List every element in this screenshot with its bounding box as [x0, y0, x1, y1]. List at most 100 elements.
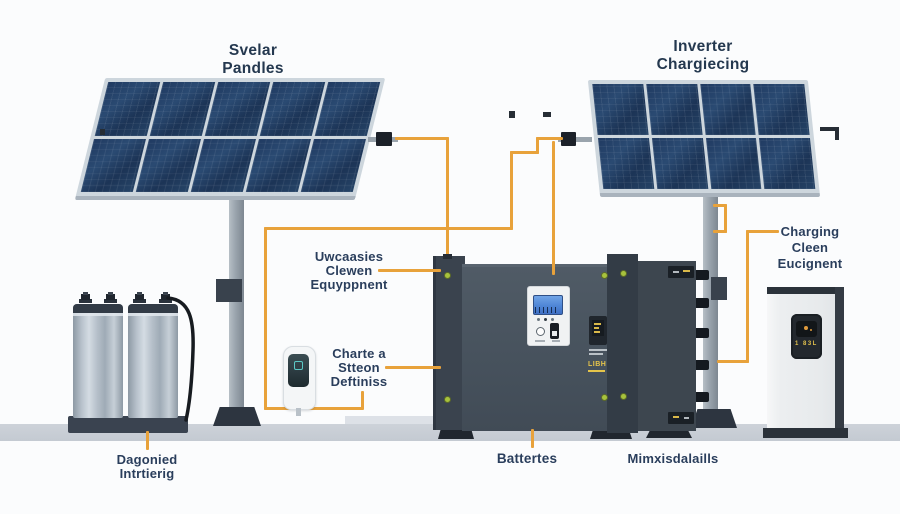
panel-clip-mark	[100, 129, 105, 135]
solar-panel-cell	[259, 82, 326, 136]
battery-cylinder	[128, 304, 178, 418]
terminal-connector	[695, 360, 709, 370]
panel-label-line	[552, 340, 560, 342]
label-line: Svelar	[228, 42, 278, 59]
label-line: Stteon	[338, 360, 380, 375]
pole-bracket-left	[216, 279, 242, 302]
solar-panel-cell	[300, 138, 367, 192]
wire	[146, 431, 149, 450]
pole-bracket-right	[711, 277, 727, 300]
junction-box-right-array	[561, 132, 576, 146]
inverter-left-bracket	[433, 256, 465, 430]
indicator-dot	[544, 318, 547, 321]
label-station: Charte a Stteon Deftiniss	[309, 347, 409, 389]
pole-base-right	[691, 409, 737, 428]
brand-logo-underline	[588, 370, 605, 372]
spec-text-line	[589, 349, 607, 351]
battery-cap	[128, 304, 178, 313]
solar-panel-cell	[705, 138, 762, 189]
solar-panel-cell	[597, 138, 655, 189]
solar-panel-cell	[149, 82, 216, 136]
panel-hook-tip	[835, 127, 839, 140]
battery-terminal	[133, 292, 146, 304]
solar-panel-cell	[699, 84, 756, 135]
display-digits	[594, 331, 600, 333]
label-line: Charte a	[332, 346, 386, 361]
cabinet-display-panel: 1 83L	[791, 314, 822, 359]
screw	[445, 397, 450, 402]
indicator-light	[683, 270, 690, 272]
terminal-connector	[695, 392, 709, 402]
solar-panel-cell	[753, 84, 810, 135]
screw	[445, 273, 450, 278]
wire	[724, 204, 727, 233]
wire	[531, 429, 534, 448]
solar-panel-cell	[94, 82, 161, 136]
solar-panel-grid-left	[80, 82, 381, 192]
label-line: Eucignent	[777, 256, 843, 271]
spec-text-line	[589, 353, 603, 355]
lcd-screen	[533, 295, 563, 315]
status-glyph	[804, 326, 808, 330]
solar-array-right	[587, 80, 821, 197]
wire	[713, 204, 727, 207]
inverter-side-section	[638, 261, 696, 431]
wire-clip-mark	[509, 111, 515, 118]
label-line: Dagonied	[116, 452, 178, 467]
battery-terminal	[79, 292, 92, 304]
panel-label-line	[535, 340, 545, 342]
label-batteries: Battertes	[496, 451, 558, 466]
wire	[395, 137, 449, 140]
mounting-pole-left	[229, 194, 244, 424]
panel-hook-arm	[820, 127, 838, 131]
ev-charger-stub	[296, 408, 301, 416]
label-line: Cleen	[791, 240, 829, 255]
wire-clip-mark	[543, 112, 551, 117]
display-digits	[594, 323, 601, 325]
sub-display-panel	[589, 316, 607, 345]
brand-logo: LIBH	[588, 361, 607, 368]
battery-terminal	[159, 292, 172, 304]
label-charging: Charging Cleen Eucignent	[760, 224, 860, 272]
solar-panel-cell	[651, 138, 708, 189]
wire	[746, 230, 749, 363]
screw	[602, 395, 607, 400]
wire	[536, 137, 539, 154]
indicator-mark	[673, 271, 679, 273]
inverter-foot	[646, 429, 692, 438]
charging-cabinet: 1 83L	[767, 287, 844, 428]
solar-array-frame	[74, 78, 386, 200]
ev-charger-screen	[288, 354, 309, 387]
ev-charger	[283, 346, 316, 410]
label-line: Pandles	[222, 60, 284, 77]
solar-panel-cell	[759, 138, 816, 189]
wire	[264, 407, 364, 410]
battery-highlight	[73, 313, 123, 316]
indicator-slot-bottom	[668, 412, 694, 424]
battery-bank-base	[68, 416, 188, 433]
battery-highlight	[128, 313, 178, 316]
solar-panel-cell	[80, 138, 147, 192]
round-button	[536, 327, 545, 336]
wire	[536, 137, 563, 140]
indicator-mark	[684, 417, 689, 419]
display-digits	[594, 327, 599, 329]
wire	[552, 141, 555, 275]
wire	[378, 269, 441, 272]
cabinet-screen	[796, 321, 817, 337]
battery-cable	[166, 296, 195, 422]
wire	[264, 227, 513, 230]
indicator-slot-top	[668, 266, 694, 278]
pole-base-left	[213, 407, 261, 426]
terminal-connector	[695, 328, 709, 338]
battery-terminal	[104, 292, 117, 304]
wire-end-cap	[443, 254, 452, 259]
solar-panel-cell	[135, 138, 202, 192]
solar-panel-grid-right	[592, 84, 816, 189]
label-inverter: Inverter Chargiecing	[628, 38, 778, 74]
label-line: Clewen	[325, 263, 373, 278]
solar-panel-cell	[314, 82, 381, 136]
screw	[621, 271, 626, 276]
battery-cap	[73, 304, 123, 313]
power-switch	[550, 323, 559, 339]
